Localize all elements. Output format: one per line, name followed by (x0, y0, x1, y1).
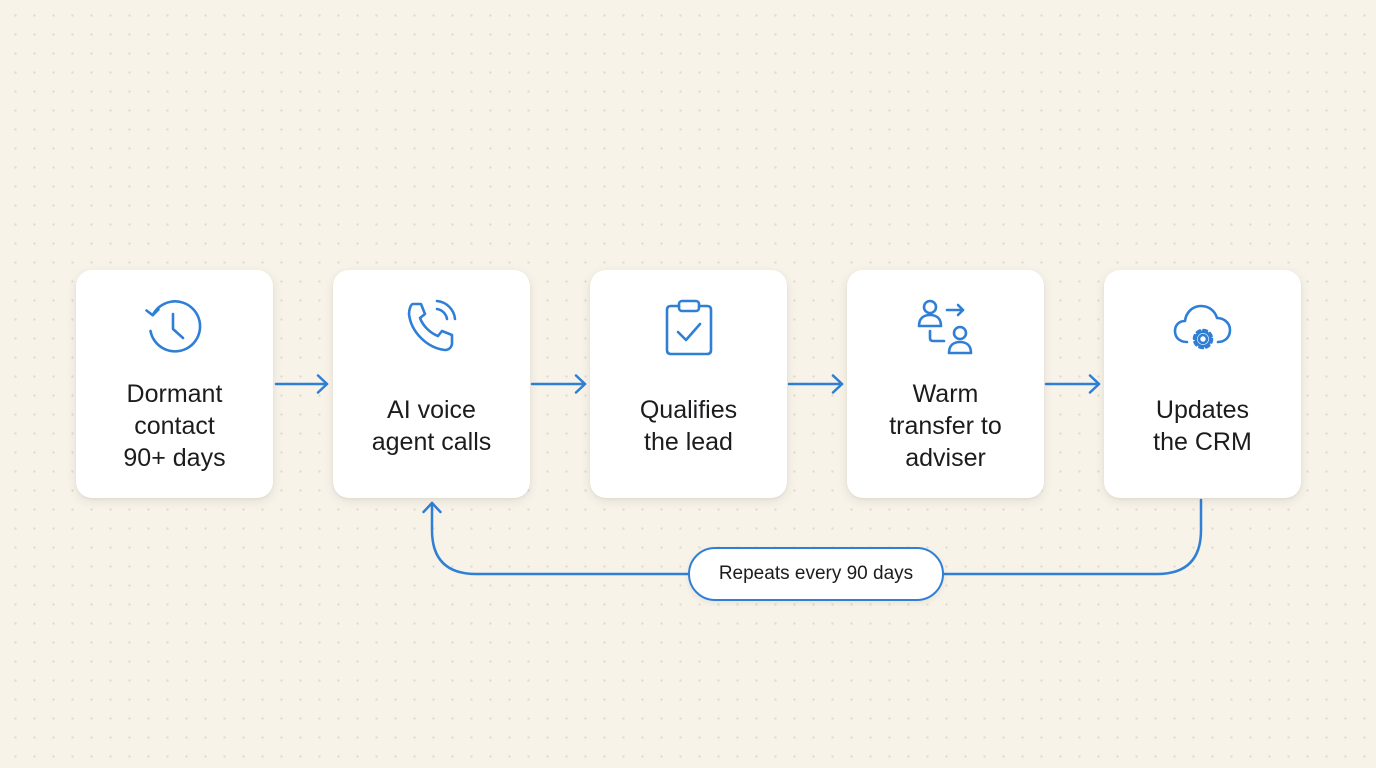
step-card-qualifies-lead: Qualifies the lead (590, 270, 787, 498)
step-card-dormant-contact: Dormant contact 90+ days (76, 270, 273, 498)
clock-history-icon (143, 296, 207, 360)
loop-label: Repeats every 90 days (718, 563, 914, 584)
step-label: Updates the CRM (1153, 396, 1252, 456)
user-transfer-icon (914, 296, 978, 360)
step-label: Qualifies the lead (639, 396, 738, 456)
step-card-updates-crm: Updates the CRM (1104, 270, 1301, 498)
clipboard-check-icon (657, 296, 721, 360)
step-card-warm-transfer: Warm transfer to adviser (847, 270, 1044, 498)
step-label: AI voice agent calls (371, 396, 492, 456)
phone-call-icon (400, 296, 464, 360)
step-label: Dormant contact 90+ days (123, 380, 226, 472)
step-card-ai-voice-agent: AI voice agent calls (333, 270, 530, 498)
cloud-gear-icon (1171, 296, 1235, 360)
loop-label-badge: Repeats every 90 days (688, 547, 944, 601)
step-label: Warm transfer to adviser (889, 380, 1002, 472)
arrow-step-3-to-4 (787, 374, 844, 394)
arrow-step-2-to-3 (530, 374, 587, 394)
arrow-step-1-to-2 (274, 374, 329, 394)
arrow-step-4-to-5 (1044, 374, 1101, 394)
